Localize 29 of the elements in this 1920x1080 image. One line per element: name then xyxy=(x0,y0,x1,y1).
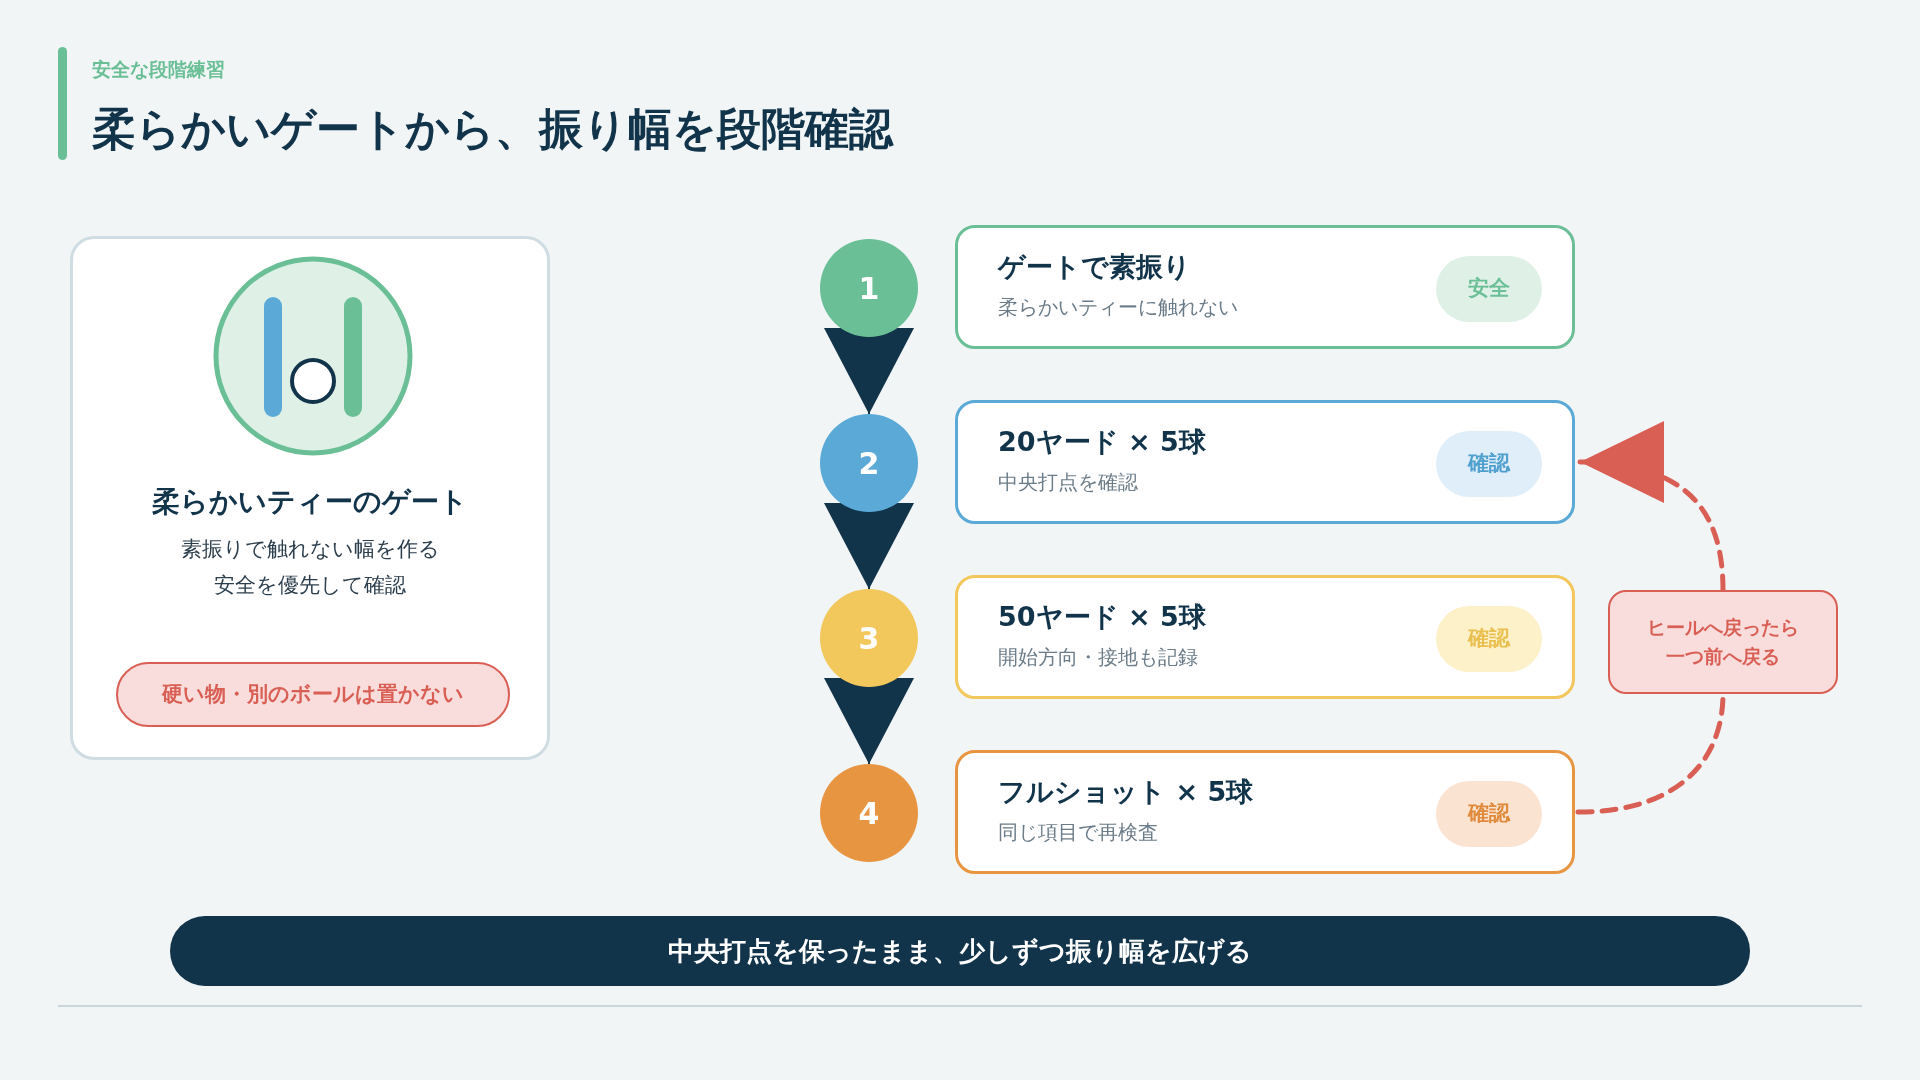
step-title: 50ヤード × 5球 xyxy=(998,600,1206,634)
step-title: ゲートで素振り xyxy=(998,250,1192,284)
status-badge: 安全 xyxy=(1436,256,1542,322)
step-card xyxy=(955,575,1575,699)
card-heading: 柔らかいティーのゲート xyxy=(151,484,469,520)
info-card xyxy=(70,236,550,760)
arrow xyxy=(1577,424,1726,593)
arrow xyxy=(824,503,914,590)
step-description: 柔らかいティーに触れない xyxy=(998,294,1238,320)
card-description: 素振りで触れない幅を作る xyxy=(180,536,440,563)
step-card xyxy=(955,750,1575,874)
arrow xyxy=(824,328,914,415)
status-badge: 確認 xyxy=(1436,431,1542,497)
page-title: 柔らかいゲートから、振り幅を段階確認 xyxy=(92,102,893,156)
card-description: 安全を優先して確認 xyxy=(214,571,406,599)
warning-pill: 硬い物・別のボールは置かない xyxy=(116,662,510,727)
step-title: 20ヤード × 5球 xyxy=(998,425,1206,459)
step-description: 開始方向・接地も記録 xyxy=(998,644,1199,670)
step-description: 同じ項目で再検査 xyxy=(998,819,1159,845)
arrow xyxy=(824,678,914,765)
step-description: 中央打点を確認 xyxy=(998,469,1139,495)
step-title: フルショット × 5球 xyxy=(998,775,1254,809)
step-card xyxy=(955,400,1575,524)
summary-banner: 中央打点を保ったまま、少しずつ振り幅を広げる xyxy=(170,916,1750,986)
status-badge: 確認 xyxy=(1436,781,1542,847)
callout-note: ヒールへ戻ったら一つ前へ戻る xyxy=(1608,590,1838,694)
eyebrow-label: 安全な段階練習 xyxy=(92,57,225,82)
step-card xyxy=(955,225,1575,349)
status-badge: 確認 xyxy=(1436,606,1542,672)
